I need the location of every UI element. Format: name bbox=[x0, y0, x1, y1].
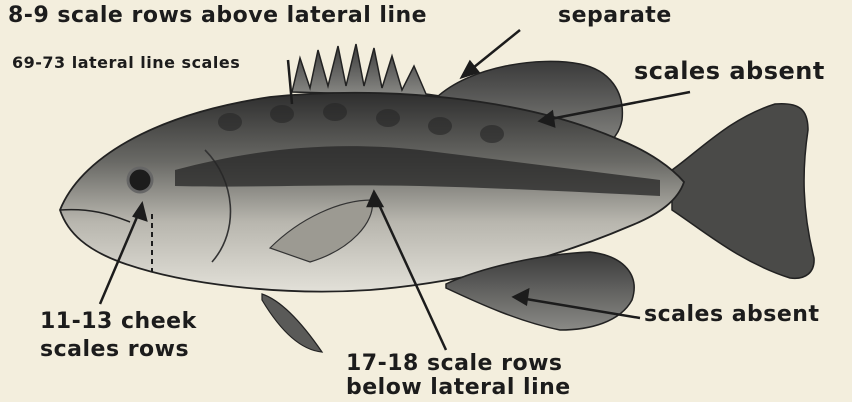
label-cheek-line1: 11-13 cheek bbox=[40, 308, 197, 336]
label-below-lateral-line: 17-18 scale rows below lateral line bbox=[346, 352, 571, 400]
spiny-dorsal-fin bbox=[292, 44, 440, 96]
eye bbox=[128, 168, 152, 192]
label-below-line1: 17-18 scale rows bbox=[346, 352, 571, 376]
label-cheek-line2: scales rows bbox=[40, 336, 197, 364]
label-lateral-line-scales: 69-73 lateral line scales bbox=[12, 54, 240, 72]
label-separate: separate bbox=[558, 4, 672, 28]
label-cheek-scales: 11-13 cheek scales rows bbox=[40, 308, 197, 363]
label-scales-absent-dorsal: scales absent bbox=[634, 58, 825, 84]
label-above-lateral-line: 8-9 scale rows above lateral line bbox=[8, 4, 427, 28]
tail-fin bbox=[672, 104, 814, 279]
label-scales-absent-anal: scales absent bbox=[644, 303, 820, 327]
label-below-line2: below lateral line bbox=[346, 376, 571, 400]
pelvic-fin bbox=[262, 294, 322, 352]
